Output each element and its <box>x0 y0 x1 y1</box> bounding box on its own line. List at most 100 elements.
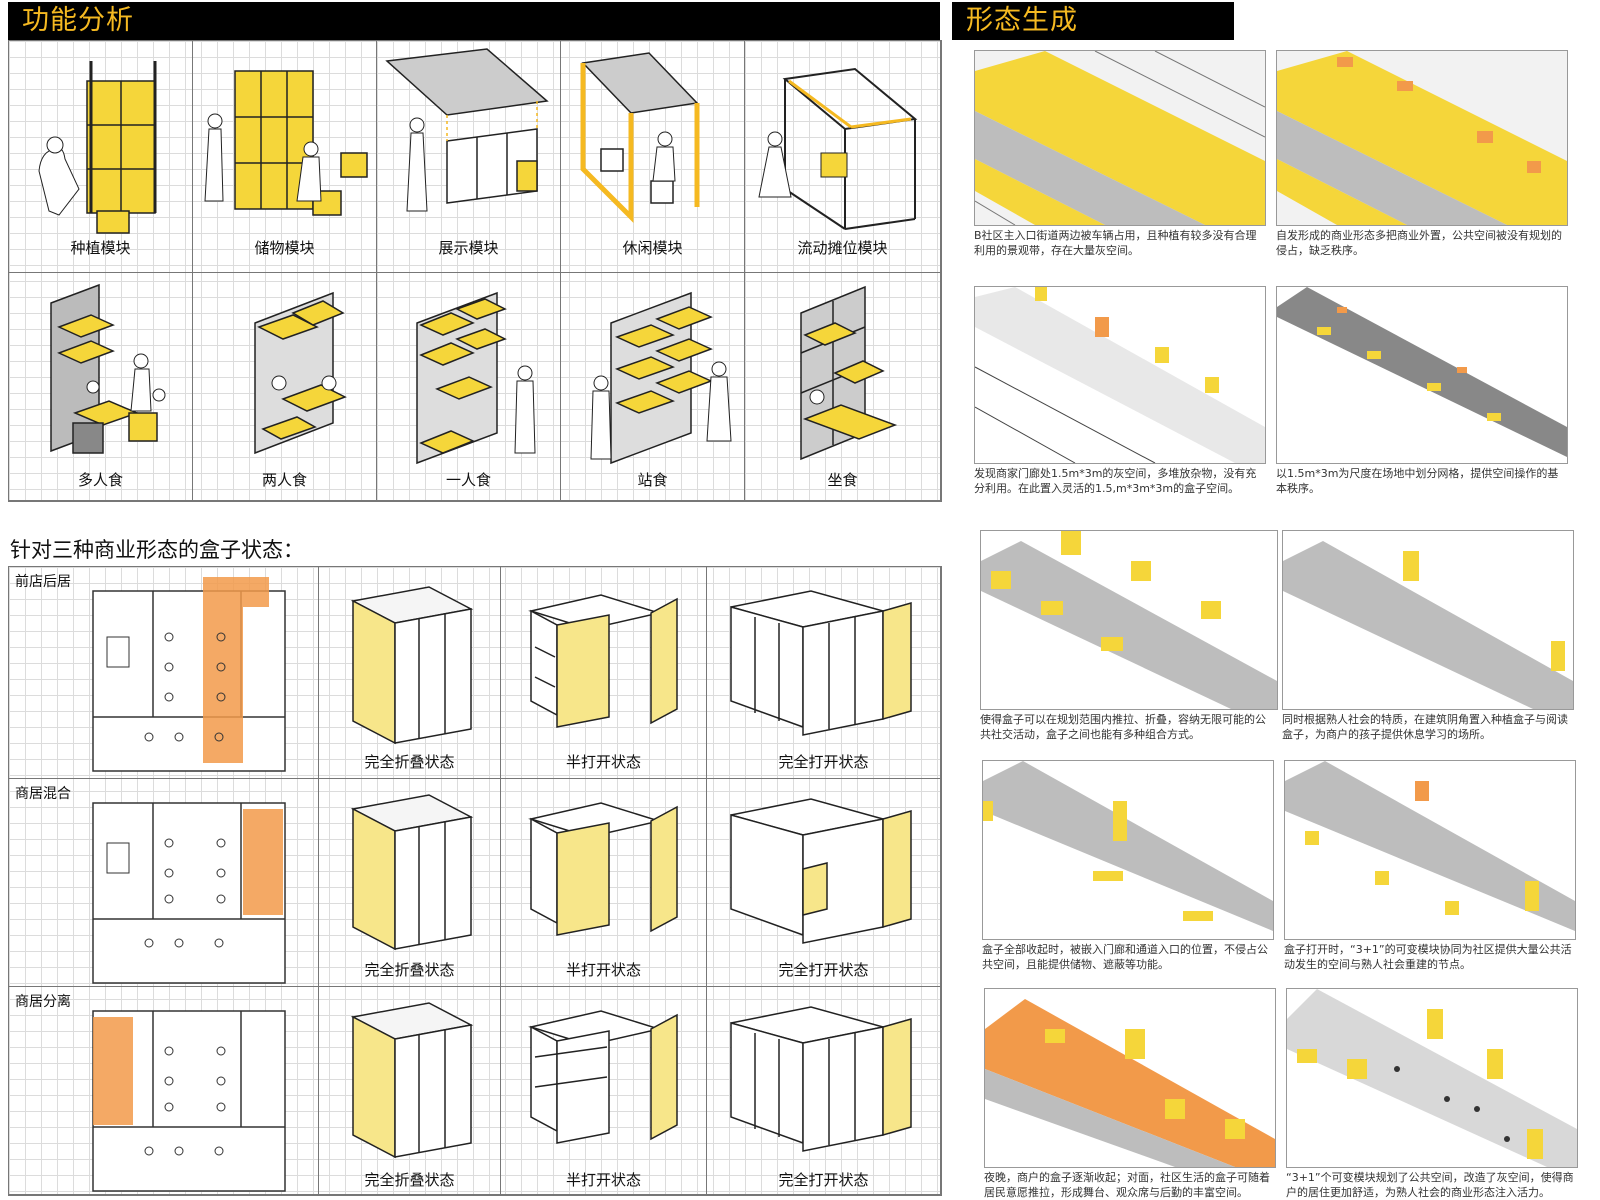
box-folded-illustration <box>350 1002 474 1159</box>
type-label: 商居分离 <box>15 994 71 1010</box>
box-open-illustration <box>730 1006 912 1152</box>
state-cell-half-2: 半打开状态 <box>501 987 707 1195</box>
state-label: 完全打开状态 <box>778 961 869 979</box>
state-cell-folded-2: 完全折叠状态 <box>319 987 501 1195</box>
street-thumb-2 <box>1276 50 1568 226</box>
left-title: 功能分析 <box>22 5 134 36</box>
caption: 使得盒子可以在规划范围内推拉、折叠，容纳无限可能的公共社交活动，盒子之间也能有多… <box>980 713 1266 741</box>
caption: B社区主入口街道两边被车辆占用，且种植有较多没有合理利用的景观带，存在大量灰空间… <box>974 229 1257 257</box>
eating-cell-sitting: 坐食 <box>745 273 941 501</box>
street-thumb-9 <box>984 988 1276 1168</box>
module-cell-storage: 储物模块 <box>193 41 377 273</box>
module-cell-planting: 种植模块 <box>9 41 193 273</box>
box-open-illustration <box>730 798 912 944</box>
state-cell-half-0: 半打开状态 <box>501 567 707 779</box>
street-thumb-8 <box>1284 760 1576 940</box>
street-axonometric <box>1277 287 1567 463</box>
state-label: 完全折叠状态 <box>364 1171 455 1189</box>
street-axonometric <box>1287 989 1577 1167</box>
eating-label: 站食 <box>637 471 668 489</box>
state-cell-open-0: 完全打开状态 <box>707 567 941 779</box>
state-label: 半打开状态 <box>565 1171 641 1189</box>
type-label: 商居混合 <box>15 786 71 802</box>
module-cell-mobile-stall: 流动摊位模块 <box>745 41 941 273</box>
street-thumb-1 <box>974 50 1266 226</box>
state-cell-open-2: 完全打开状态 <box>707 987 941 1195</box>
street-axonometric <box>1277 51 1567 225</box>
storage-module-illustration <box>204 70 368 216</box>
eating-cell-single: 一人食 <box>377 273 561 501</box>
box-half-open-illustration <box>528 802 678 936</box>
module-label: 展示模块 <box>438 239 499 257</box>
state-label: 半打开状态 <box>565 753 641 771</box>
module-label: 休闲模块 <box>622 239 683 257</box>
street-axonometric <box>985 989 1275 1167</box>
right-title: 形态生成 <box>966 5 1078 36</box>
standing-eating-illustration <box>590 291 732 465</box>
sitting-eating-illustration <box>800 285 898 461</box>
state-cell-open-1: 完全打开状态 <box>707 779 941 987</box>
box-folded-illustration <box>350 586 474 745</box>
street-thumb-6 <box>1282 530 1574 710</box>
plan-cell-front-shop: 前店后居 <box>9 567 319 779</box>
street-axonometric <box>975 51 1265 225</box>
pair-eating-illustration <box>254 291 347 455</box>
eating-label: 多人食 <box>77 471 123 489</box>
caption: 盒子全部收起时，被嵌入门廊和通道入口的位置，不侵占公共空间，且能提供储物、遮蔽等… <box>982 943 1268 971</box>
floor-plan <box>92 577 286 772</box>
left-header-bar: 功能分析 <box>8 2 940 40</box>
eating-cell-group: 多人食 <box>9 273 193 501</box>
street-axonometric <box>1283 531 1573 709</box>
street-thumb-10 <box>1286 988 1578 1168</box>
state-cell-folded-0: 完全折叠状态 <box>319 567 501 779</box>
single-eating-illustration <box>416 291 536 465</box>
module-label: 储物模块 <box>254 239 315 257</box>
street-axonometric <box>1285 761 1575 939</box>
eating-label: 坐食 <box>827 471 858 489</box>
box-state-panel: 前店后居 完全折叠状态 <box>8 566 942 1196</box>
street-thumb-3 <box>974 286 1266 464</box>
state-label: 半打开状态 <box>565 961 641 979</box>
box-states-subtitle: 针对三种商业形态的盒子状态： <box>10 538 304 562</box>
leisure-module-illustration <box>580 52 700 224</box>
module-cell-leisure: 休闲模块 <box>561 41 745 273</box>
caption: 发现商家门廊处1.5m*3m的灰空间，多堆放杂物，没有充分利用。在此置入灵活的1… <box>974 467 1257 495</box>
caption: 以1.5m*3m为尺度在场地中划分网格，提供空间操作的基本秩序。 <box>1276 467 1559 495</box>
box-half-open-illustration <box>528 1010 678 1144</box>
group-eating-illustration <box>50 283 166 454</box>
state-label: 完全折叠状态 <box>364 961 455 979</box>
plan-cell-mixed: 商居混合 <box>9 779 319 987</box>
eating-cell-pair: 两人食 <box>193 273 377 501</box>
state-cell-folded-1: 完全折叠状态 <box>319 779 501 987</box>
caption: 自发形成的商业形态多把商业外置，公共空间被没有规划的侵占，缺乏秩序。 <box>1276 229 1562 257</box>
state-label: 完全打开状态 <box>778 1171 869 1189</box>
eating-cell-standing: 站食 <box>561 273 745 501</box>
box-folded-illustration <box>350 794 474 951</box>
state-label: 完全折叠状态 <box>364 753 455 771</box>
caption: 夜晚，商户的盒子逐渐收起；对面，社区生活的盒子可随着居民意愿推拉，形成舞台、观众… <box>984 1171 1270 1199</box>
eating-label: 一人食 <box>445 471 491 489</box>
box-open-illustration <box>730 590 912 736</box>
caption: 盒子打开时，“3+1”的可变模块协同为社区提供大量公共活动发生的空间与熟人社会重… <box>1284 943 1572 971</box>
caption: 同时根据熟人社会的特质，在建筑阴角置入种植盒子与阅读盒子，为商户的孩子提供休息学… <box>1282 713 1568 741</box>
state-cell-half-1: 半打开状态 <box>501 779 707 987</box>
street-thumb-7 <box>982 760 1274 940</box>
floor-plan <box>92 802 286 984</box>
plan-cell-separate: 商居分离 <box>9 987 319 1195</box>
street-thumb-5 <box>980 530 1278 710</box>
module-label: 流动摊位模块 <box>797 239 888 257</box>
mobile-stall-illustration <box>758 67 918 230</box>
street-axonometric <box>981 531 1277 709</box>
module-panel: 种植模块 储物模块 <box>8 40 942 502</box>
right-header-bar: 形态生成 <box>952 2 1234 40</box>
module-label: 种植模块 <box>70 239 131 257</box>
type-label: 前店后居 <box>15 574 71 590</box>
planting-module-illustration <box>38 61 157 234</box>
state-label: 完全打开状态 <box>778 753 869 771</box>
street-axonometric <box>975 287 1265 463</box>
caption: “3+1”个可变模块规划了公共空间，改造了灰空间，使得商户的居住更加舒适，为熟人… <box>1286 1171 1574 1199</box>
module-cell-display: 展示模块 <box>377 41 561 273</box>
eating-label: 两人食 <box>261 471 307 489</box>
floor-plan <box>92 1010 286 1192</box>
street-axonometric <box>983 761 1273 939</box>
